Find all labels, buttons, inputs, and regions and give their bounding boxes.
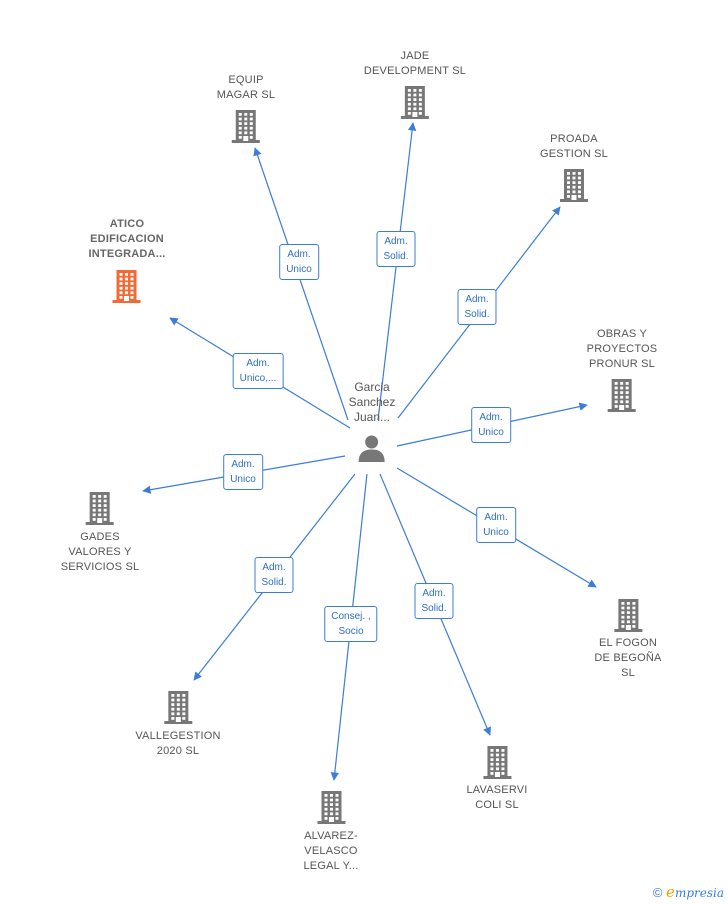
company-name-line: COLI SL [475,799,519,811]
company-node-vallegestion[interactable]: VALLEGESTION 2020 SL [135,689,220,759]
company-name-line: DEVELOPMENT SL [363,65,467,77]
company-name: EL FOGON DE BEGOÑA SL [594,636,661,681]
company-node-jade[interactable]: JADE DEVELOPMENT SL [364,49,466,120]
relation-label-line: Adm. [262,562,286,573]
footer-brand[interactable]: © empresia [653,883,724,901]
brand-logo: empresia [666,883,724,901]
company-node-gades[interactable]: GADES VALORES Y SERVICIOS SL [61,490,140,575]
person-name-line: Garcia [354,380,390,394]
company-name-line: SL [621,667,635,679]
relation-label-lavaservi[interactable]: Adm. Solid. [414,583,454,619]
company-name-line: LEGAL Y... [303,860,359,872]
person-name-line: Juan... [353,410,391,424]
company-name-line: 2020 SL [156,745,200,757]
relation-label-line: Adm. [246,358,270,369]
relation-label-line: Consej. , [331,611,371,622]
company-name-line: VELASCO [304,845,358,857]
relation-label-line: Solid. [383,251,409,262]
company-name-line: GADES [80,531,120,543]
relation-label-line: Unico [483,527,509,538]
company-name-line: OBRAS Y [596,328,648,340]
relation-label-fogon[interactable]: Adm. Unico [476,507,516,543]
building-icon [135,689,220,725]
relation-label-line: Unico [230,474,256,485]
building-icon [364,84,466,120]
relation-label-line: Adm. [479,412,503,423]
relation-label-alvarez[interactable]: Consej. , Socio [324,606,378,642]
company-name-line: EL FOGON [598,637,658,649]
company-name: JADE DEVELOPMENT SL [364,49,466,79]
company-node-atico[interactable]: ATICO EDIFICACION INTEGRADA... [89,217,166,304]
company-name-line: VALLEGESTION [135,730,221,742]
company-name-line: LAVASERVI [466,784,528,796]
company-name-line: GESTION SL [539,148,609,160]
relation-label-gades[interactable]: Adm. Unico [223,454,263,490]
relation-label-line: Unico [478,427,504,438]
company-name-line: EQUIP [228,74,264,86]
edge-jade [377,122,417,421]
relation-label-line: Adm. [484,512,508,523]
copyright-icon: © [652,885,663,900]
building-icon [587,377,658,413]
relation-label-line: Solid. [261,577,287,588]
relation-label-equip[interactable]: Adm. Unico [279,244,319,280]
company-name-line: EDIFICACION [90,233,164,245]
company-name-line: ALVAREZ- [304,830,358,842]
relation-label-atico[interactable]: Adm. Unico,... [232,353,284,389]
building-icon [466,744,527,780]
company-name: OBRAS Y PROYECTOS PRONUR SL [587,327,658,372]
building-icon [540,167,608,203]
company-name-line: INTEGRADA... [88,248,166,260]
person-icon [358,435,385,462]
company-name: PROADA GESTION SL [540,132,608,162]
company-name-line: VALORES Y [68,546,132,558]
company-name-line: MAGAR SL [216,89,276,101]
company-node-fogon[interactable]: EL FOGON DE BEGOÑA SL [594,597,661,681]
relation-label-line: Adm. [231,459,255,470]
company-name: ATICO EDIFICACION INTEGRADA... [89,217,166,262]
person-name-line: Sanchez [348,395,396,409]
company-name-line: PROADA [550,133,598,145]
company-node-lavaservi[interactable]: LAVASERVI COLI SL [466,744,527,813]
relation-label-line: Socio [338,626,364,637]
building-icon [217,108,275,144]
company-name: LAVASERVI COLI SL [466,783,527,813]
relation-label-vallegestion[interactable]: Adm. Solid. [254,557,294,593]
company-name-line: ATICO [109,218,145,230]
company-node-equip[interactable]: EQUIP MAGAR SL [217,73,275,144]
company-name: EQUIP MAGAR SL [217,73,275,103]
relation-label-line: Adm. [287,249,311,260]
relation-label-line: Adm. [384,236,408,247]
relation-label-proada[interactable]: Adm. Solid. [457,289,497,325]
building-icon [89,268,166,304]
company-name: GADES VALORES Y SERVICIOS SL [61,530,140,575]
company-node-proada[interactable]: PROADA GESTION SL [540,132,608,203]
building-icon [61,490,140,526]
relation-label-line: Unico [286,264,312,275]
company-name-line: PRONUR SL [589,358,655,370]
relation-label-jade[interactable]: Adm. Solid. [376,231,416,267]
relation-label-line: Solid. [464,309,490,320]
company-name: VALLEGESTION 2020 SL [135,729,220,759]
relation-label-obras[interactable]: Adm. Unico [471,407,511,443]
company-name-line: SERVICIOS SL [60,561,140,573]
relation-label-line: Adm. [465,294,489,305]
company-node-alvarez[interactable]: ALVAREZ- VELASCO LEGAL Y... [303,789,358,874]
relation-label-line: Solid. [421,603,447,614]
company-name-line: DE BEGOÑA [594,652,662,664]
company-node-obras[interactable]: OBRAS Y PROYECTOS PRONUR SL [587,327,658,413]
edge-equip [253,147,349,421]
building-icon [594,597,661,633]
company-name-line: PROYECTOS [586,343,658,355]
relation-label-line: Unico,... [239,373,277,384]
building-icon [303,789,358,825]
relation-label-line: Adm. [422,588,446,599]
company-name: ALVAREZ- VELASCO LEGAL Y... [303,829,358,874]
company-name-line: JADE [400,50,430,62]
